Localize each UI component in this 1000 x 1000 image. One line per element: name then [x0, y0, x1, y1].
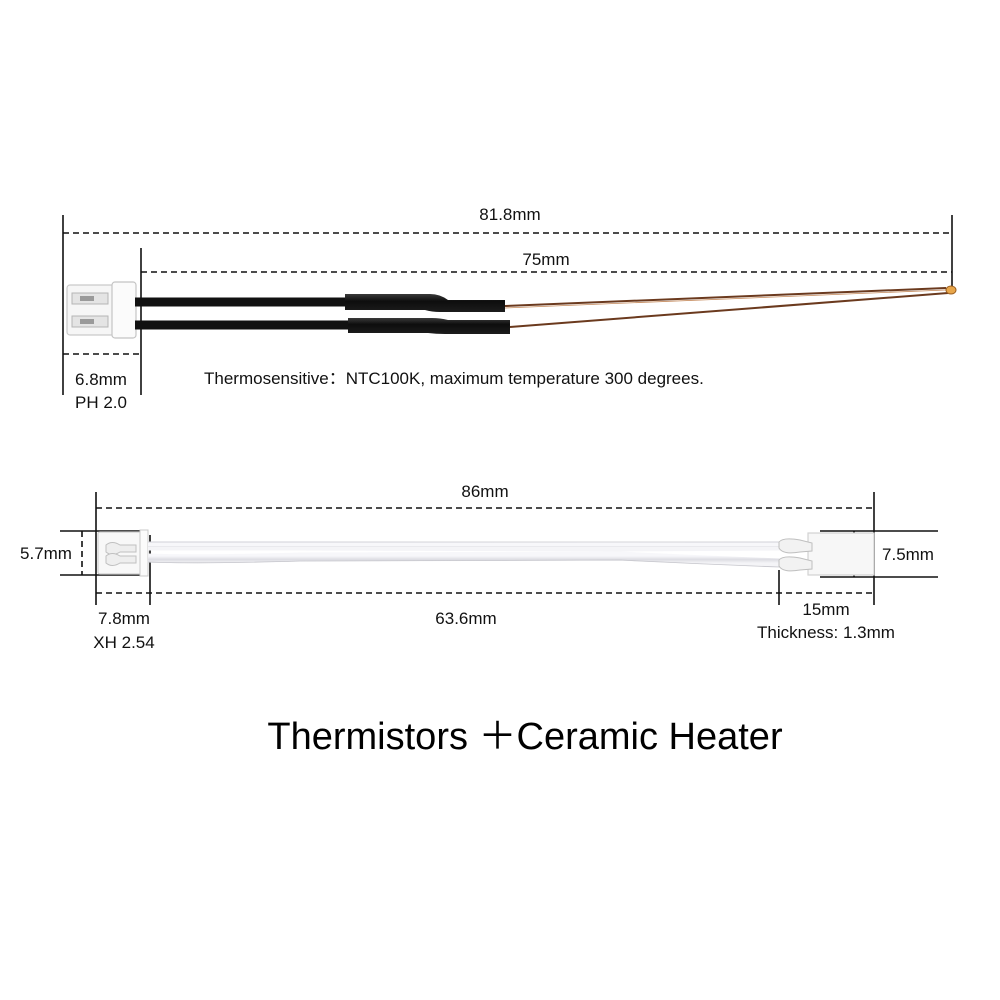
- thermistor-overall-length-label: 81.8mm: [479, 205, 540, 224]
- thermistor-copper-highlight-1: [504, 289, 947, 309]
- thermistor-section: 81.8mm 75mm 6.8mm PH 2.0 Thermosensitive…: [62, 205, 957, 412]
- thermistor-sleeve-2: [348, 318, 510, 334]
- heater-thickness-label: Thickness: 1.3mm: [757, 623, 895, 642]
- diagram-title: Thermistors ＋Ceramic Heater: [267, 716, 783, 758]
- xh254-connector: [97, 529, 149, 577]
- heater-wire-2-edge: [147, 559, 781, 568]
- heater-element-height-label: 7.5mm: [882, 545, 934, 564]
- thermistor-sleeve-1: [345, 294, 505, 312]
- heater-section: 86mm 5.7mm 7.5mm 7.8mm XH 2.54 63.6mm 15…: [20, 482, 938, 652]
- heater-connector-type-label: XH 2.54: [93, 633, 154, 652]
- heater-element-length-label: 15mm: [802, 600, 849, 619]
- heater-overall-length-label: 86mm: [461, 482, 508, 501]
- heater-wire-length-label: 63.6mm: [435, 609, 496, 628]
- heater-connector-height-label: 5.7mm: [20, 544, 72, 563]
- ceramic-heater-element: [778, 532, 875, 576]
- heater-connector-width-label: 7.8mm: [98, 609, 150, 628]
- thermistor-copper-lead-2: [509, 292, 949, 328]
- thermistor-copper-lead-1: [504, 287, 947, 307]
- thermistor-connector-width-label: 6.8mm: [75, 370, 127, 389]
- thermistor-bead: [945, 285, 957, 295]
- thermistor-connector-type-label: PH 2.0: [75, 393, 127, 412]
- heater-wire-1: [148, 541, 781, 552]
- heater-wire-2: [147, 551, 781, 568]
- thermistor-wire-length-label: 75mm: [522, 250, 569, 269]
- thermistor-spec-text: Thermosensitive：NTC100K, maximum tempera…: [204, 369, 704, 388]
- ph2-connector: [66, 281, 137, 339]
